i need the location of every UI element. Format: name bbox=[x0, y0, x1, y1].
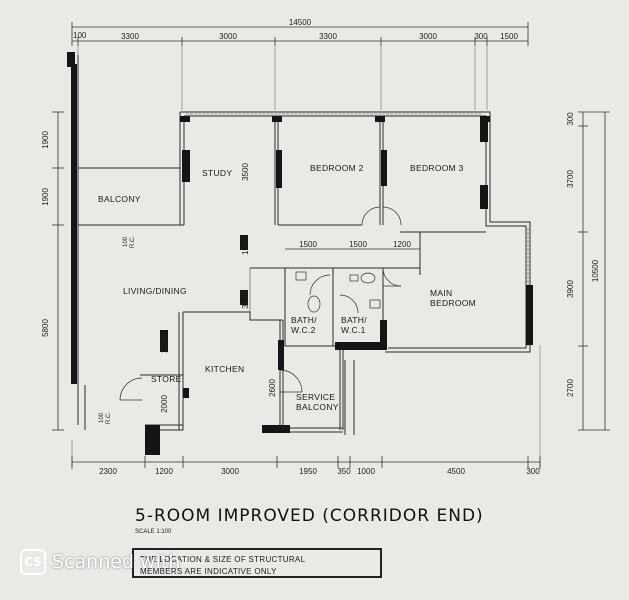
structural-note-line1: THE LOCATION & SIZE OF STRUCTURAL bbox=[140, 555, 306, 564]
dim-left-3: 5800 bbox=[41, 319, 50, 337]
dim-bottom-3: 3000 bbox=[221, 467, 239, 476]
room-store: STORE bbox=[151, 374, 182, 384]
dim-vertical-6: 2600 bbox=[268, 379, 277, 397]
dim-right-1: 300 bbox=[566, 112, 575, 126]
dim-vertical-5: 2000 bbox=[160, 395, 169, 413]
dim-right-total: 10500 bbox=[591, 259, 600, 282]
room-study: STUDY bbox=[202, 168, 232, 178]
dim-bottom-8: 300 bbox=[526, 467, 540, 476]
dim-right-4: 2700 bbox=[566, 379, 575, 397]
dimension-lines bbox=[52, 22, 610, 470]
room-bath-1-line2: W.C.2 bbox=[291, 325, 316, 335]
dim-left-1: 1900 bbox=[41, 131, 50, 149]
room-service-balcony-line2: BALCONY bbox=[296, 402, 339, 412]
dim-right-3: 3900 bbox=[566, 280, 575, 298]
ledge-note-4: R.C. bbox=[106, 412, 112, 424]
dim-left-2: 1900 bbox=[41, 188, 50, 206]
dim-bottom-4: 1950 bbox=[299, 467, 317, 476]
structural-note-line2: MEMBERS ARE INDICATIVE ONLY bbox=[140, 567, 277, 576]
dim-vertical-2: 1300 bbox=[241, 237, 250, 255]
room-service-balcony-line1: SERVICE bbox=[296, 392, 335, 402]
windows bbox=[186, 113, 529, 346]
dim-right-2: 3700 bbox=[566, 170, 575, 188]
dim-top-1: 100 bbox=[73, 31, 87, 40]
dim-inner-3: 1200 bbox=[393, 240, 411, 249]
dim-top-3: 3000 bbox=[219, 32, 237, 41]
plan-title: 5-ROOM IMPROVED (CORRIDOR END) bbox=[135, 506, 484, 526]
structural-note: THE LOCATION & SIZE OF STRUCTURAL MEMBER… bbox=[132, 548, 382, 578]
dim-vertical-3: 3500 bbox=[241, 291, 250, 309]
dim-top-7: 1500 bbox=[500, 32, 518, 41]
dim-top-5: 3000 bbox=[419, 32, 437, 41]
dim-top-2: 3300 bbox=[121, 32, 139, 41]
dim-inner-2: 1500 bbox=[349, 240, 367, 249]
room-bedroom-2: BEDROOM 2 bbox=[310, 163, 364, 173]
dim-top-4: 3300 bbox=[319, 32, 337, 41]
walls bbox=[77, 55, 531, 435]
room-balcony: BALCONY bbox=[98, 194, 141, 204]
watermark-text: Scanned with bbox=[52, 551, 181, 573]
ledge-note-1: 100 bbox=[123, 236, 129, 247]
dim-vertical-1: 3500 bbox=[241, 163, 250, 181]
camscanner-icon: CS bbox=[20, 549, 46, 575]
dim-bottom-6: 1000 bbox=[357, 467, 375, 476]
plan-scale: SCALE 1:100 bbox=[135, 529, 172, 535]
room-main-bedroom-line1: MAIN bbox=[430, 288, 452, 298]
dim-bottom-1: 2300 bbox=[99, 467, 117, 476]
scanner-watermark: CS Scanned with bbox=[20, 549, 180, 575]
dim-bottom-5: 350 bbox=[337, 467, 351, 476]
room-main-bedroom-line2: BEDROOM bbox=[430, 298, 476, 308]
structural-columns bbox=[67, 52, 533, 455]
ledge-note-3: 100 bbox=[99, 412, 105, 423]
room-bedroom-3: BEDROOM 3 bbox=[410, 163, 464, 173]
dim-bottom-2: 1200 bbox=[155, 467, 173, 476]
room-bath-1-line1: BATH/ bbox=[291, 315, 317, 325]
room-kitchen: KITCHEN bbox=[205, 364, 244, 374]
ledge-note-2: R.C. bbox=[130, 236, 136, 248]
dim-overall-width: 14500 bbox=[289, 18, 312, 27]
dim-bottom-7: 4500 bbox=[447, 467, 465, 476]
room-bath-2-line2: W.C.1 bbox=[341, 325, 366, 335]
door-swings bbox=[119, 206, 402, 401]
dim-vertical-4: 2000 bbox=[160, 335, 169, 353]
dim-top-6: 300 bbox=[474, 32, 488, 41]
room-living-dining: LIVING/DINING bbox=[123, 286, 187, 296]
fixtures bbox=[295, 271, 381, 313]
room-bath-2-line1: BATH/ bbox=[341, 315, 367, 325]
dim-inner-1: 1500 bbox=[299, 240, 317, 249]
